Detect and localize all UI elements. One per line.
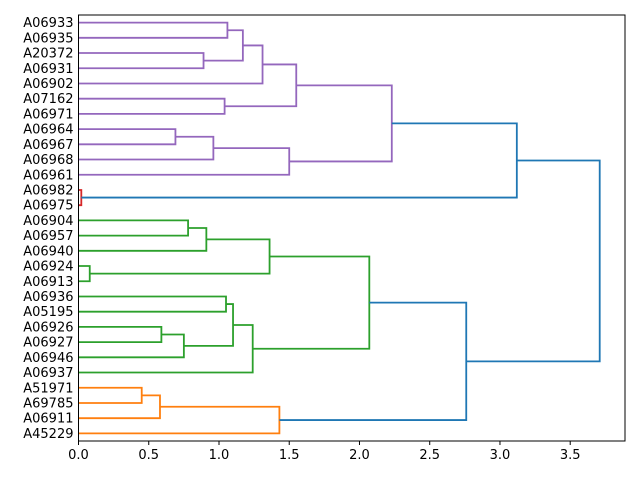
dendrogram-link-m7 [78, 128, 177, 146]
leaf-labels: A06933A06935A20372A06931A06902A07162A069… [23, 16, 73, 442]
leaf-label: A06982 [23, 183, 73, 198]
dendrogram-link-m20 [78, 324, 254, 374]
dendrogram-link-m27 [466, 159, 601, 363]
leaf-label: A51971 [23, 381, 73, 396]
dendrogram-link-m13 [78, 227, 208, 252]
dendrogram-link-m18 [78, 333, 185, 359]
dendrogram-link-m12 [78, 219, 189, 237]
leaf-label: A06975 [23, 199, 73, 214]
leaf-label: A06926 [23, 320, 73, 335]
dendrogram-link-m9 [78, 147, 291, 176]
dendrogram-link-m4 [78, 44, 264, 85]
leaf-label: A06913 [23, 275, 73, 290]
dendrogram-link-m2 [78, 52, 205, 70]
leaf-label: A06946 [23, 351, 73, 366]
dendrogram-link-m25 [81, 122, 518, 199]
x-axis: 0.0 0.5 1.0 1.5 2.0 2.5 3.0 3.5 [68, 441, 581, 463]
leaf-label: A06902 [23, 77, 73, 92]
leaf-label: A06964 [23, 123, 73, 138]
x-tick-label: 3.0 [490, 448, 511, 463]
dendrogram-link-m3 [203, 29, 244, 62]
dendrogram-link-m22 [78, 386, 143, 404]
leaf-label: A06933 [23, 16, 73, 31]
dendrogram-link-m8 [78, 135, 215, 161]
dendrogram-link-m6 [224, 63, 298, 108]
leaf-label: A06940 [23, 244, 73, 259]
dendrogram-link-m16 [78, 295, 227, 313]
dendrogram-link-m24 [78, 405, 281, 435]
dendrogram-link-m23 [78, 394, 161, 420]
dendrogram-link-m5 [78, 97, 226, 115]
dendrogram-link-m15 [89, 238, 271, 275]
leaf-label: A05195 [23, 305, 73, 320]
leaf-label: A06931 [23, 62, 73, 77]
x-tick-label: 0.0 [68, 448, 89, 463]
dendrogram-link-m10 [289, 84, 393, 163]
leaf-label: A06911 [23, 412, 73, 427]
leaf-label: A45229 [23, 427, 73, 442]
leaf-label: A06957 [23, 229, 73, 244]
leaf-label: A20372 [23, 47, 73, 62]
x-tick-label: 0.5 [138, 448, 159, 463]
leaf-label: A06937 [23, 366, 73, 381]
dendrogram-link-m1 [78, 21, 229, 39]
leaf-label: A69785 [23, 396, 73, 411]
leaf-label: A06967 [23, 138, 73, 153]
dendrogram-link-m14 [78, 265, 91, 283]
leaf-label: A06927 [23, 336, 73, 351]
leaf-label: A06961 [23, 168, 73, 183]
plot-border [78, 14, 626, 442]
leaf-label: A06935 [23, 31, 73, 46]
leaf-label: A06936 [23, 290, 73, 305]
x-tick-label: 1.0 [209, 448, 230, 463]
dendrogram-links [78, 21, 601, 435]
x-tick-label: 3.5 [560, 448, 581, 463]
x-tick-label: 1.5 [279, 448, 300, 463]
x-tick-label: 2.0 [349, 448, 370, 463]
leaf-label: A07162 [23, 92, 73, 107]
dendrogram-link-m17 [78, 325, 163, 344]
leaf-label: A06904 [23, 214, 73, 229]
leaf-label: A06968 [23, 153, 73, 168]
leaf-label: A06924 [23, 260, 73, 275]
dendrogram-link-m26 [279, 301, 468, 421]
leaf-label: A06971 [23, 107, 73, 122]
x-tick-label: 2.5 [419, 448, 440, 463]
axes-spines [78, 14, 626, 442]
